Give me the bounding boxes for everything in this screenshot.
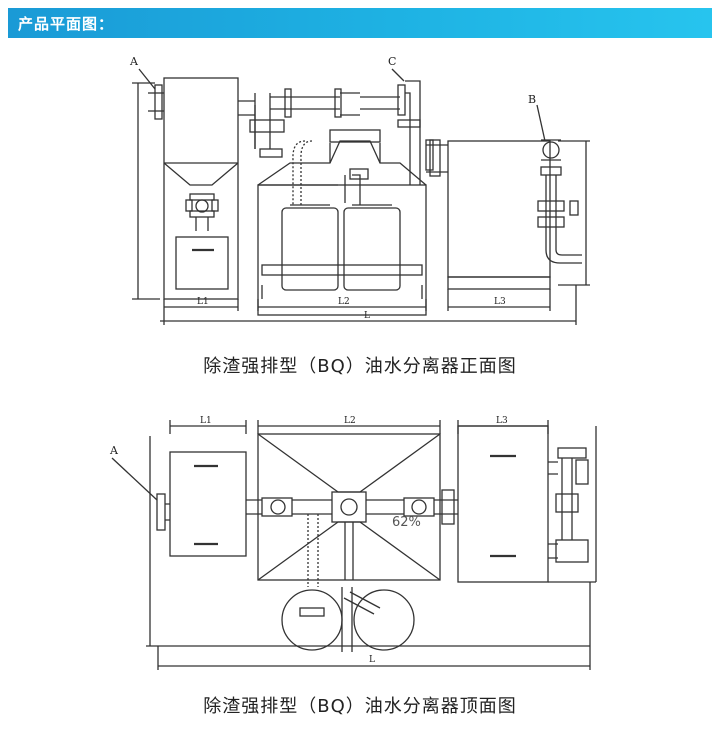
front-label-c: C (388, 55, 396, 68)
top-view-drawing: L1 L2 L3 A L 62% (109, 416, 597, 670)
header-bar: 产品平面图： (8, 8, 712, 38)
header-title: 产品平面图： (18, 15, 115, 33)
top-label-l3: L3 (496, 416, 508, 426)
front-label-l3: L3 (494, 297, 506, 307)
front-view-caption: 除渣强排型（BQ）油水分离器正面图 (203, 356, 517, 377)
top-label-l: L (369, 655, 375, 665)
front-label-l2: L2 (338, 297, 350, 307)
top-label-percent: 62% (392, 515, 421, 530)
front-view-drawing: A C B L1 L2 L3 L (129, 55, 590, 325)
top-label-l1: L1 (200, 416, 212, 426)
top-label-a: A (109, 444, 119, 457)
top-view-caption: 除渣强排型（BQ）油水分离器顶面图 (203, 696, 517, 717)
front-label-b: B (528, 93, 536, 106)
front-label-l1: L1 (197, 297, 209, 307)
front-label-l: L (364, 311, 370, 321)
top-label-l2: L2 (344, 416, 356, 426)
front-label-a: A (129, 55, 139, 68)
